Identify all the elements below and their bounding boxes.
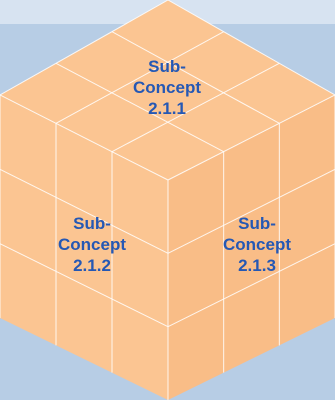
top-grid-line xyxy=(111,31,280,124)
cube-left-face xyxy=(0,95,168,400)
top-label-line-2: Concept xyxy=(133,78,201,97)
right-grid-line xyxy=(167,243,335,328)
cube-edge xyxy=(0,0,169,96)
cube-right-face xyxy=(168,95,335,400)
top-label-line-1: Sub- xyxy=(148,57,186,76)
left-grid-line xyxy=(0,243,169,328)
left-label-line-3: 2.1.2 xyxy=(73,256,111,275)
left-label-line-1: Sub- xyxy=(73,214,111,233)
top-label-line-3: 2.1.1 xyxy=(148,99,186,118)
right-face-label: Sub- Concept 2.1.3 xyxy=(202,213,312,276)
top-face-label: Sub- Concept 2.1.1 xyxy=(112,56,222,119)
cube-top-face xyxy=(0,0,335,180)
top-grid-line xyxy=(55,31,224,124)
left-grid-line xyxy=(0,168,169,254)
cube-edge xyxy=(167,94,335,181)
right-label-line-2: Concept xyxy=(223,235,291,254)
cube-edge xyxy=(0,94,169,181)
cube-edge xyxy=(167,0,335,96)
top-grid-line xyxy=(55,62,224,153)
right-grid-line xyxy=(167,168,335,254)
left-face-label: Sub- Concept 2.1.2 xyxy=(37,213,147,276)
top-grid-line xyxy=(111,62,280,153)
left-label-line-2: Concept xyxy=(58,235,126,254)
right-label-line-3: 2.1.3 xyxy=(238,256,276,275)
right-label-line-1: Sub- xyxy=(238,214,276,233)
